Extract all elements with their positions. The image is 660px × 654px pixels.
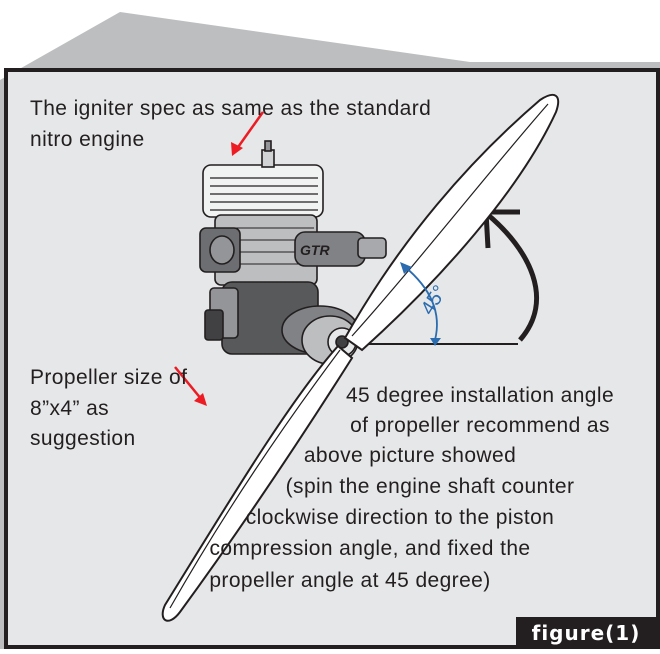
spin-note-line-1: (spin the engine shaft counter (285, 475, 575, 498)
install-note-line-1: 45 degree installation angle (345, 384, 615, 407)
angle-arrowhead-top (400, 262, 412, 274)
propeller-note-line-1: Propeller size of (30, 366, 188, 389)
spin-note-line-2: clockwise direction to the piston (245, 506, 555, 529)
figure-label: figure(1) (516, 617, 656, 649)
propeller-callout-arrowhead (194, 393, 207, 406)
spin-note-line-3: compression angle, and fixed the (209, 537, 531, 560)
propeller-callout-arrow (174, 366, 203, 401)
install-note-line-2: of propeller recommend as (350, 414, 610, 437)
rotation-arc (485, 212, 539, 342)
propeller-drawing (161, 93, 560, 622)
propeller-note-line-2: 8”x4” as (30, 397, 110, 420)
angle-arrowhead-bottom (430, 338, 441, 346)
igniter-note-line-1: The igniter spec as same as the standard (30, 97, 432, 120)
install-note-line-3: above picture showed (303, 444, 517, 467)
angle-arc (403, 265, 438, 341)
svg-text:GTR: GTR (300, 242, 330, 258)
propeller-note-line-3: suggestion (30, 427, 136, 450)
igniter-callout-arrowhead (231, 142, 243, 156)
engine-drawing: GTR (199, 140, 387, 365)
igniter-callout-arrow (234, 111, 265, 151)
spin-note-line-4: propeller angle at 45 degree) (209, 569, 491, 592)
igniter-note-line-2: nitro engine (30, 128, 145, 151)
